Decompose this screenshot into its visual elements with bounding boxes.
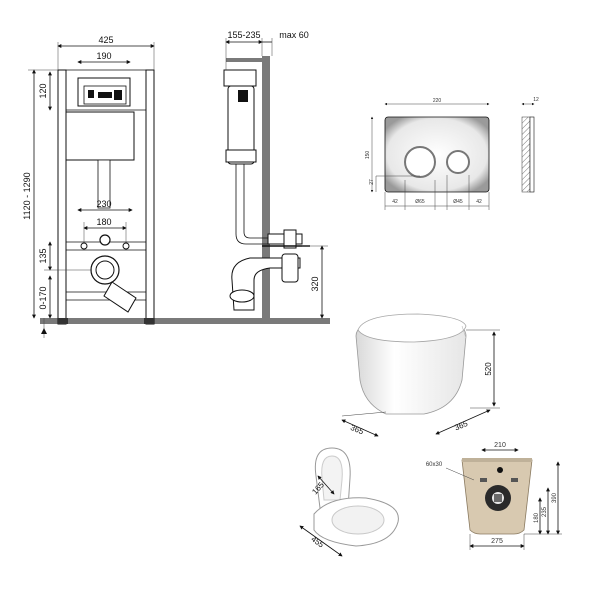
dim-panel-height: 120 [38,83,48,98]
plate-side-profile [521,116,531,193]
floor-line [40,318,330,324]
dim-toilet-depth: 365 [453,419,469,433]
dim-max-depth: max 60 [279,30,309,40]
flush-button-large [404,146,436,178]
dim-depth-range: 155-235 [227,30,260,40]
dim-plate-thickness: 12 [533,97,539,103]
frame-front-view: 425 190 120 1120 - 1290 230 180 135 0-17… [22,35,330,338]
frame-left-post [57,69,67,325]
dim-plate-height: 150 [365,151,371,160]
dim-toilet-width: 365 [349,423,365,437]
frame-right-post [145,69,155,325]
dim-button-small: Ø45 [453,199,463,205]
dim-button-large: Ø65 [415,199,425,205]
flush-plate-drawing: 220 150 27 42 Ø65 Ø45 42 12 [365,97,539,210]
dim-drain-height: 135 [38,248,48,263]
toilet-bottom-view: 60x30 210 275 180 235 390 [426,442,562,550]
dim-bottom-c: 390 [552,492,558,503]
dim-outlet-height: 320 [310,276,320,291]
dim-bottom-b: 235 [542,506,548,517]
dim-toilet-height: 520 [484,362,493,376]
cistern [65,111,135,161]
dim-top-width: 210 [494,442,506,449]
dim-bolt-inner: 180 [96,217,111,227]
dim-plate-offset: 27 [369,179,375,185]
dim-plate-width: 220 [433,98,442,104]
dim-panel-width: 190 [96,51,111,61]
frame-side-view: 155-235 max 60 320 [223,30,328,324]
flush-plate [384,116,490,193]
dim-bottom-a: 180 [534,512,540,523]
toilet-3d-view: 520 365 365 [341,313,500,437]
dim-frame-width: 425 [98,35,113,45]
dim-total-height: 1120 - 1290 [22,172,32,219]
toilet-open-view: 165 455 [299,447,399,557]
dim-plate-margin-right: 42 [476,199,482,205]
toilet-lid [357,313,467,343]
dim-bottom-width: 275 [491,538,503,545]
dim-plate-margin-left: 42 [392,199,398,205]
dim-pipe-size: 60x30 [426,462,443,468]
dim-bolt-outer: 230 [96,199,111,209]
flush-button-small [446,150,470,174]
dim-floor-adjust: 0-170 [38,286,48,309]
wall-section [262,56,270,324]
